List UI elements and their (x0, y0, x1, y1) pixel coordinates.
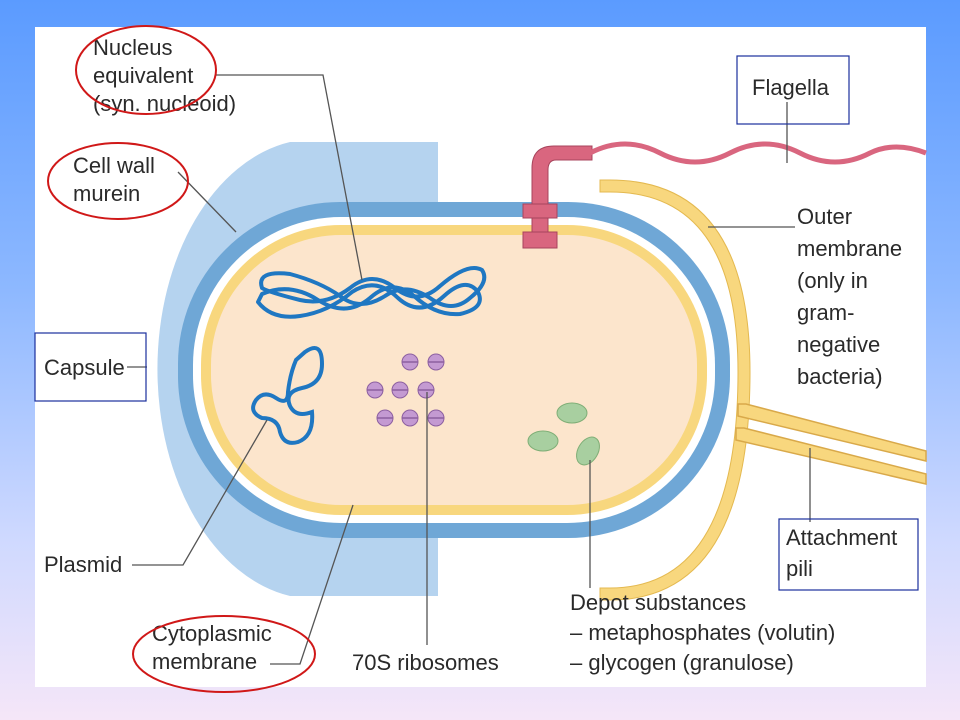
svg-text:murein: murein (73, 181, 140, 206)
highlight-box-capsule (34, 332, 147, 402)
cytoplasmic-membrane-label: Cytoplasmic membrane (152, 621, 272, 674)
ribosome (427, 353, 445, 371)
svg-text:equivalent: equivalent (93, 63, 193, 88)
flagellum-base (522, 145, 593, 249)
svg-text:Attachment: Attachment (786, 525, 897, 550)
highlight-box-pili (778, 518, 919, 591)
highlight-circle-cytoplasmic-membrane (132, 615, 316, 693)
ribosome (366, 381, 384, 399)
attachment-pili-label: Attachment pili (786, 525, 897, 581)
granule (556, 402, 588, 424)
svg-text:pili: pili (786, 556, 813, 581)
plasmid-loop (251, 346, 325, 445)
ribosomes-label: 70S ribosomes (352, 650, 499, 675)
ribosome (401, 353, 419, 371)
depot-granules (527, 402, 600, 466)
svg-text:Cytoplasmic: Cytoplasmic (152, 621, 272, 646)
svg-text:Depot substances: Depot substances (570, 590, 746, 615)
granule (527, 430, 559, 452)
outer-membrane-arc (599, 179, 751, 601)
highlight-boxes (34, 55, 919, 591)
highlight-circle-cell-wall (47, 142, 189, 220)
highlight-circle-nucleus (75, 25, 217, 115)
cell-wall-label: Cell wall murein (73, 153, 155, 206)
outer-membrane-label: Outer membrane (only in gram- negative b… (797, 204, 902, 389)
ribosome (401, 409, 419, 427)
svg-text:– glycogen (granulose): – glycogen (granulose) (570, 650, 794, 675)
capsule-label: Capsule (44, 355, 125, 380)
svg-text:Cell wall: Cell wall (73, 153, 155, 178)
svg-text:negative: negative (797, 332, 880, 357)
ribosome (417, 381, 435, 399)
highlight-box-flagella (736, 55, 850, 125)
ribosome (427, 409, 445, 427)
svg-text:gram-: gram- (797, 300, 854, 325)
ribosome (376, 409, 394, 427)
attachment-pili (735, 403, 927, 485)
ribosome-cluster (366, 353, 445, 427)
flagella-label: Flagella (752, 75, 830, 100)
highlight-circles (47, 25, 316, 693)
svg-text:(only in: (only in (797, 268, 868, 293)
ribosome (391, 381, 409, 399)
depot-substances-label: Depot substances – metaphosphates (volut… (570, 590, 835, 675)
svg-text:membrane: membrane (797, 236, 902, 261)
svg-text:Outer: Outer (797, 204, 852, 229)
granule (576, 436, 600, 466)
nucleoid-dna (256, 266, 487, 319)
flagellum-filament (588, 141, 927, 165)
svg-text:membrane: membrane (152, 649, 257, 674)
svg-text:bacteria): bacteria) (797, 364, 883, 389)
plasmid-label: Plasmid (44, 552, 122, 577)
cytoplasm (211, 235, 697, 505)
svg-text:Nucleus: Nucleus (93, 35, 172, 60)
svg-text:– metaphosphates (volutin): – metaphosphates (volutin) (570, 620, 835, 645)
